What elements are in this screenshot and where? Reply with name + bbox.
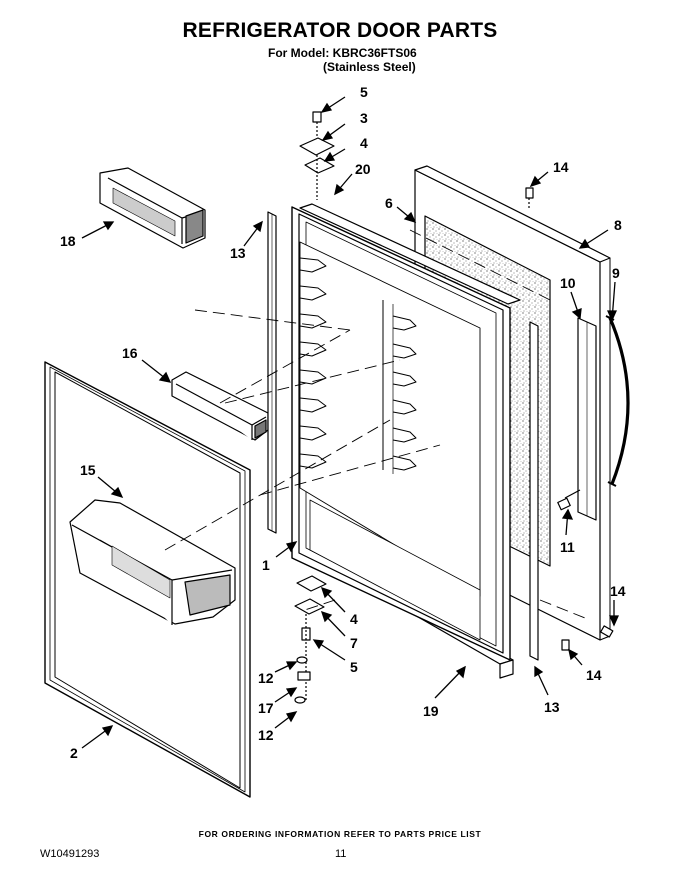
assembly-guide-lines bbox=[164, 229, 591, 621]
callout-5-top: 5 bbox=[360, 84, 368, 100]
bottom-hinge-assembly bbox=[294, 575, 327, 704]
callout-9: 9 bbox=[612, 265, 620, 281]
inner-liner-part-1 bbox=[291, 206, 511, 661]
callout-14-bottom: 14 bbox=[586, 667, 602, 683]
callout-10: 10 bbox=[560, 275, 576, 291]
callout-12-top: 12 bbox=[258, 670, 274, 686]
callout-3: 3 bbox=[360, 110, 368, 126]
callout-4-top: 4 bbox=[360, 135, 368, 151]
callout-13-left: 13 bbox=[230, 245, 246, 261]
door-bin-part-15 bbox=[69, 499, 236, 625]
top-hinge-assembly bbox=[299, 111, 335, 200]
callout-4-bottom: 4 bbox=[350, 611, 358, 627]
finish-line: (Stainless Steel) bbox=[323, 60, 416, 74]
breaker-strip-left-part-13 bbox=[267, 211, 277, 534]
door-outer-panel bbox=[44, 361, 251, 798]
hinge-channel-part-10 bbox=[577, 317, 597, 521]
page-title: REFRIGERATOR DOOR PARTS bbox=[182, 19, 498, 42]
callout-12-bottom: 12 bbox=[258, 727, 274, 743]
callout-20: 20 bbox=[355, 161, 371, 177]
callout-labels: 5 3 4 20 14 6 8 18 13 10 9 16 15 11 1 14… bbox=[60, 84, 626, 761]
liner-shelf-ribs-left bbox=[299, 257, 327, 469]
callout-5-bottom: 5 bbox=[350, 659, 358, 675]
callout-2: 2 bbox=[70, 745, 78, 761]
callout-14-right: 14 bbox=[610, 583, 626, 599]
page-number: 11 bbox=[335, 848, 347, 860]
screw-part-14-right bbox=[600, 625, 614, 638]
callout-leaders bbox=[81, 96, 620, 749]
top-bin-part-18 bbox=[99, 167, 206, 249]
document-number: W10491293 bbox=[40, 848, 100, 860]
callout-13-right: 13 bbox=[544, 699, 560, 715]
callout-19: 19 bbox=[423, 703, 439, 719]
callout-7: 7 bbox=[350, 635, 358, 651]
callout-17: 17 bbox=[258, 700, 274, 716]
screw-part-14-bottom bbox=[561, 639, 570, 651]
breaker-strip-right-part-13 bbox=[529, 321, 539, 661]
callout-18: 18 bbox=[60, 233, 76, 249]
handle-part-9 bbox=[605, 315, 630, 487]
screw-part-11 bbox=[557, 489, 581, 511]
callout-8: 8 bbox=[614, 217, 622, 233]
top-trim-part-20 bbox=[299, 203, 521, 305]
callout-1: 1 bbox=[262, 557, 270, 573]
model-line: For Model: KBRC36FTS06 bbox=[268, 46, 417, 60]
callout-6: 6 bbox=[385, 195, 393, 211]
ordering-note: FOR ORDERING INFORMATION REFER TO PARTS … bbox=[198, 829, 482, 839]
callout-14-top: 14 bbox=[553, 159, 569, 175]
shelf-part-16 bbox=[171, 371, 269, 441]
liner-shelf-ribs-center bbox=[382, 300, 417, 474]
callout-11: 11 bbox=[560, 539, 575, 555]
callout-16: 16 bbox=[122, 345, 138, 361]
screw-part-14-top bbox=[525, 187, 534, 210]
callout-15: 15 bbox=[80, 462, 96, 478]
